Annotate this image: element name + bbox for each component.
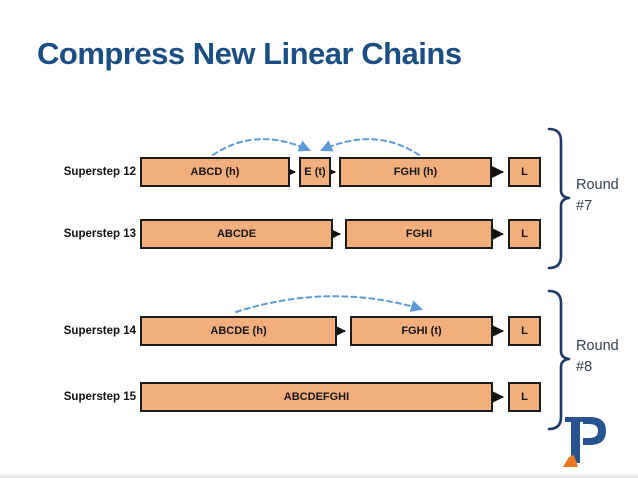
chain-box-l-1: L bbox=[508, 157, 541, 187]
chain-box-abcde: ABCDE bbox=[140, 219, 333, 249]
message-arc-abcde-to-fghi bbox=[235, 295, 423, 313]
chain-box-abcde-h: ABCDE (h) bbox=[140, 316, 337, 346]
chain-box-fghi: FGHI bbox=[345, 219, 493, 249]
chain-box-l-4: L bbox=[508, 382, 541, 412]
chain-box-l-3: L bbox=[508, 316, 541, 346]
round-8-line2: #8 bbox=[576, 359, 593, 375]
chain-box-fghi-t: FGHI (t) bbox=[350, 316, 493, 346]
chain-box-fghi-h: FGHI (h) bbox=[339, 157, 492, 187]
slide-bottom-edge bbox=[0, 473, 638, 478]
round-7-label: Round #7 bbox=[576, 175, 619, 217]
message-arc-fghi-to-e bbox=[320, 138, 420, 156]
superstep-12-label: Superstep 12 bbox=[63, 166, 136, 178]
chain-box-abcdefghi: ABCDEFGHI bbox=[140, 382, 493, 412]
round-7-line1: Round bbox=[576, 177, 619, 193]
chain-box-l-2: L bbox=[508, 219, 541, 249]
round-8-line1: Round bbox=[576, 338, 619, 354]
round-8-brace bbox=[547, 289, 571, 431]
round-7-line2: #7 bbox=[576, 198, 593, 214]
chain-box-abcd-h: ABCD (h) bbox=[140, 157, 290, 187]
superstep-13-label: Superstep 13 bbox=[63, 228, 136, 240]
round-7-brace bbox=[547, 127, 571, 270]
round-8-label: Round #8 bbox=[576, 336, 619, 378]
slide-title: Compress New Linear Chains bbox=[37, 36, 462, 71]
chain-box-e-t: E (t) bbox=[299, 157, 331, 187]
message-arc-abcd-to-e bbox=[212, 138, 311, 156]
superstep-14-label: Superstep 14 bbox=[63, 325, 136, 337]
princeton-p-logo bbox=[563, 417, 606, 467]
superstep-15-label: Superstep 15 bbox=[63, 391, 136, 403]
